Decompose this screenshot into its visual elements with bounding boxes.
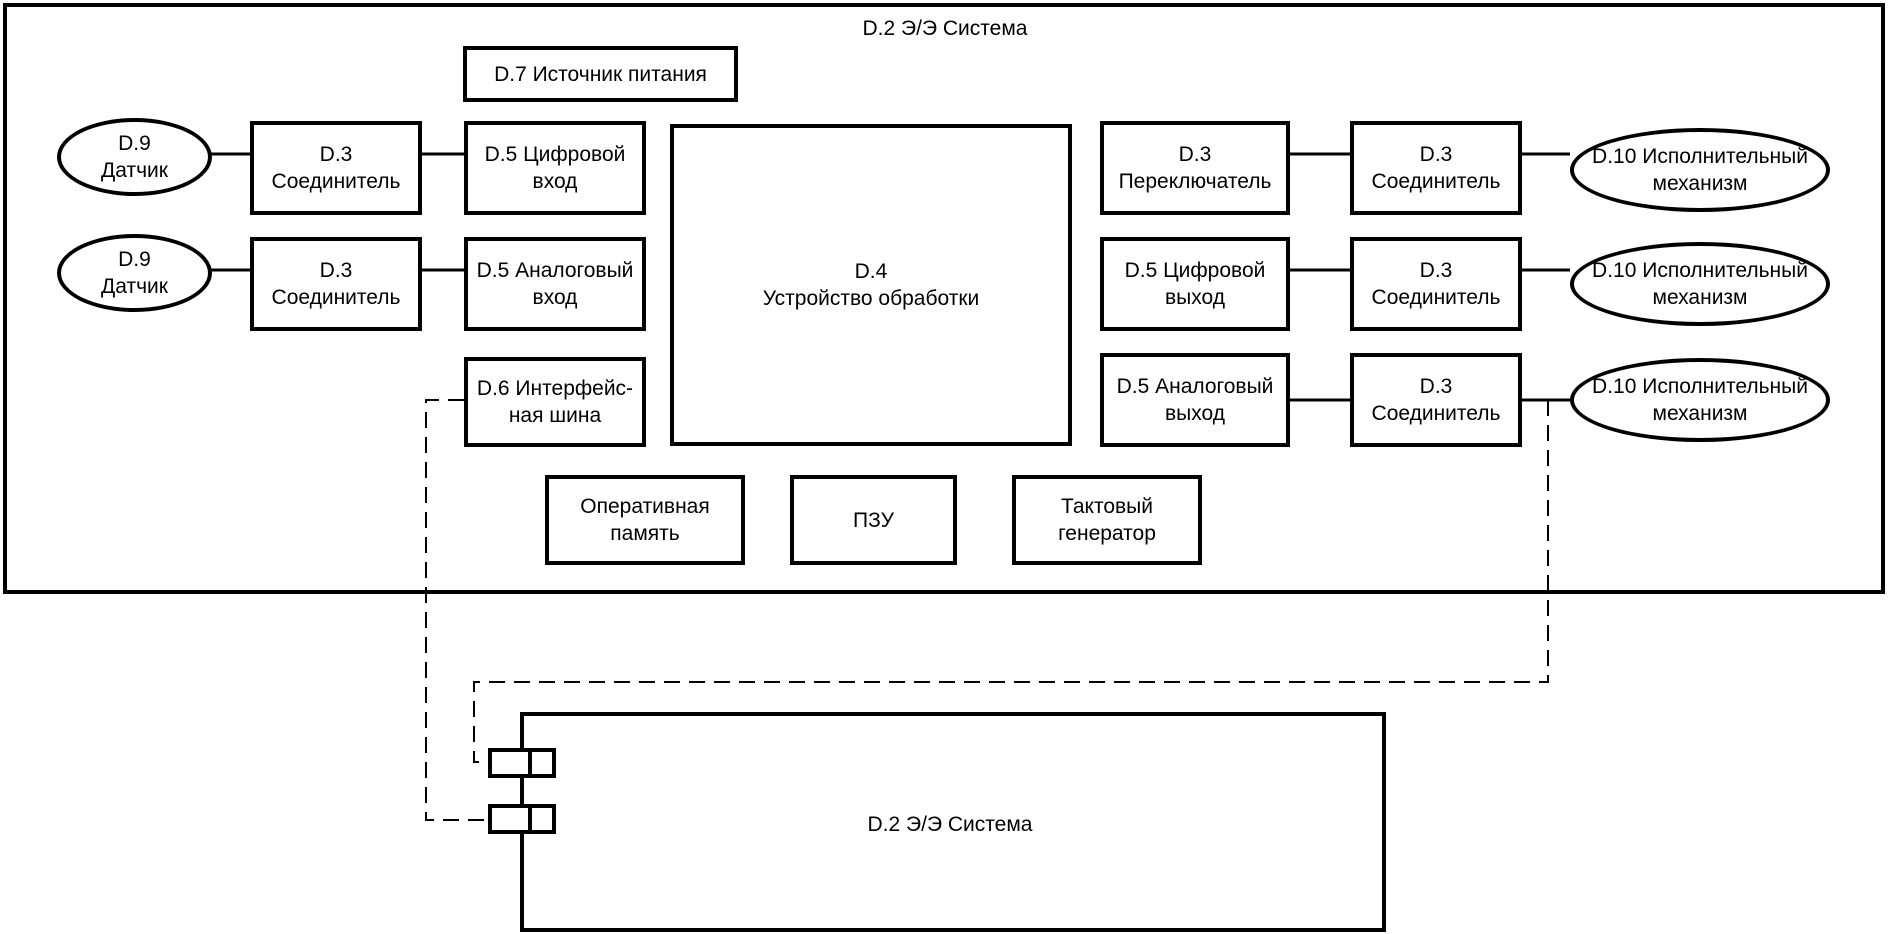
actuator-1: D.10 Исполнительный механизм — [1570, 128, 1830, 212]
system-bottom-title: D.2 Э/Э Система — [867, 813, 1033, 836]
processor-box: D.4 Устройство обработки — [670, 124, 1072, 446]
connector-in-1: D.3 Соединитель — [250, 121, 422, 215]
analog-output-box: D.5 Аналоговый выход — [1100, 353, 1290, 447]
digital-input-box: D.5 Цифровой вход — [464, 121, 646, 215]
actuator-2: D.10 Исполнительный механизм — [1570, 242, 1830, 326]
port-connector-upper — [488, 748, 556, 778]
dashed-link-output — [473, 400, 1549, 763]
sensor-2: D.9 Датчик — [57, 234, 212, 312]
actuator-3: D.10 Исполнительный механизм — [1570, 358, 1830, 442]
power-supply-box: D.7 Источник питания — [463, 46, 738, 102]
system-top-title: D.2 Э/Э Система — [862, 17, 1028, 40]
rom-box: ПЗУ — [790, 475, 957, 565]
switch-box: D.3 Переключатель — [1100, 121, 1290, 215]
dashed-link-bus — [425, 399, 488, 821]
connector-out-3: D.3 Соединитель — [1350, 353, 1522, 447]
digital-output-box: D.5 Цифровой выход — [1100, 237, 1290, 331]
connector-out-2: D.3 Соединитель — [1350, 237, 1522, 331]
port-connector-lower — [488, 804, 556, 834]
ram-box: Оперативная память — [545, 475, 745, 565]
connector-out-1: D.3 Соединитель — [1350, 121, 1522, 215]
clock-generator-box: Тактовый генератор — [1012, 475, 1202, 565]
interface-bus-box: D.6 Интерфейс- ная шина — [464, 357, 646, 447]
analog-input-box: D.5 Аналоговый вход — [464, 237, 646, 331]
sensor-1: D.9 Датчик — [57, 118, 212, 196]
connector-in-2: D.3 Соединитель — [250, 237, 422, 331]
system-top-frame — [3, 3, 1885, 594]
